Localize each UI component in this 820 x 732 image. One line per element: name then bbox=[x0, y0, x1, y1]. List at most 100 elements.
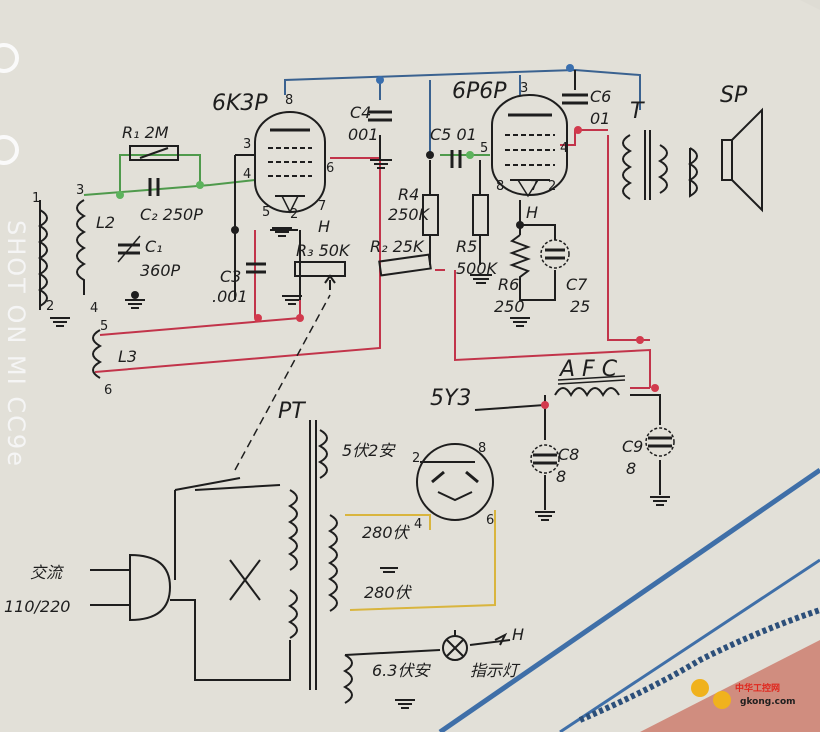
ground-symbols bbox=[50, 159, 670, 709]
resistor-r2 bbox=[378, 253, 432, 277]
label-winding-280v-a: 280伏 bbox=[362, 523, 411, 542]
tube-6k3p-label: 6K3P bbox=[212, 91, 268, 116]
coil-l2 bbox=[76, 199, 87, 295]
pin-label: 8 bbox=[285, 93, 293, 108]
label-c7: C7 bbox=[566, 275, 588, 294]
junction-nodes bbox=[116, 64, 659, 409]
coil-pin-label: 3 bbox=[76, 183, 84, 198]
label-r3: R₃ 50K bbox=[296, 241, 351, 260]
page-decoration bbox=[438, 467, 820, 732]
tube-6p6p-label: 6P6P bbox=[452, 79, 507, 104]
pin-label: 8 bbox=[478, 441, 486, 456]
pin-label: 2 bbox=[290, 207, 298, 222]
label-winding-5v: 5伏2安 bbox=[342, 441, 396, 460]
pt-winding-hv bbox=[327, 514, 338, 612]
label-r4: R4 bbox=[398, 185, 419, 204]
pin-label: 6 bbox=[326, 161, 334, 176]
resistor-r5 bbox=[472, 194, 489, 236]
pin-label: 7 bbox=[530, 179, 538, 194]
capacitors bbox=[117, 93, 672, 465]
pin-label: 3 bbox=[243, 137, 251, 152]
coil-pin-label: 4 bbox=[90, 301, 98, 316]
label-c1-value: 360P bbox=[140, 261, 181, 280]
resistors bbox=[129, 145, 531, 290]
label-heater-h: H bbox=[512, 625, 524, 644]
label-r4-value: 250K bbox=[388, 205, 431, 224]
heater-label: H bbox=[526, 203, 538, 222]
speaker bbox=[721, 107, 763, 213]
transformer-cores bbox=[309, 130, 651, 690]
label-t: T bbox=[630, 99, 645, 124]
tube-5y3: 5Y3 2 8 4 6 bbox=[412, 386, 494, 532]
tube-6k3p: 6K3P 8 3 4 5 2 7 6 H bbox=[212, 91, 334, 236]
pin-label: 5 bbox=[480, 141, 488, 156]
pin-label: 6 bbox=[486, 513, 494, 528]
label-r5-value: 500K bbox=[456, 259, 499, 278]
heater-label: H bbox=[318, 217, 330, 236]
site-name: 中华工控网 bbox=[735, 682, 780, 694]
label-afc: A F C bbox=[558, 357, 618, 382]
pin-label: 4 bbox=[243, 167, 251, 182]
label-c8: C8 bbox=[558, 445, 579, 464]
camera-watermark: SHOT ON MI CC9e bbox=[0, 43, 30, 468]
afc-choke bbox=[554, 387, 620, 398]
mains-plug bbox=[129, 553, 172, 622]
label-ac-voltage: 110/220 bbox=[4, 597, 70, 616]
label-l3: L3 bbox=[118, 347, 137, 366]
resistor-r3 bbox=[294, 261, 346, 277]
label-c9: C9 bbox=[622, 437, 643, 456]
coil-pin-label: 2 bbox=[46, 299, 54, 314]
resistor-r6 bbox=[509, 234, 531, 285]
label-c6: C6 bbox=[590, 87, 611, 106]
switch-link bbox=[234, 294, 331, 471]
label-c2: C₂ 250P bbox=[140, 205, 203, 224]
label-r1: R₁ 2M bbox=[122, 123, 169, 142]
label-c4: C4 bbox=[350, 103, 371, 122]
label-c3-value: .001 bbox=[212, 287, 248, 306]
pin-label: 4 bbox=[560, 141, 568, 156]
pin-label: 8 bbox=[496, 179, 504, 194]
watermark-text: SHOT ON MI CC9e bbox=[2, 220, 30, 468]
pin-label: 2 bbox=[412, 451, 420, 466]
tube-6p6p: 6P6P 3 5 4 8 7 2 H bbox=[452, 79, 568, 222]
label-l2: L2 bbox=[96, 213, 115, 232]
label-r6: R6 bbox=[498, 275, 519, 294]
label-r5: R5 bbox=[456, 237, 477, 256]
label-c3: C3 bbox=[220, 267, 241, 286]
pin-label: 7 bbox=[318, 199, 326, 214]
label-winding-280v-b: 280伏 bbox=[364, 583, 413, 602]
resistor-r4 bbox=[422, 194, 439, 236]
coil-l3 bbox=[92, 329, 103, 379]
resistor-r1 bbox=[129, 145, 179, 161]
antenna-coil bbox=[37, 209, 48, 307]
label-c4-value: 001 bbox=[348, 125, 379, 144]
tube-5y3-label: 5Y3 bbox=[430, 386, 471, 411]
indicator-lamp bbox=[442, 630, 508, 661]
label-ac: 交流 bbox=[30, 563, 64, 582]
pt-winding-5v bbox=[317, 429, 328, 479]
pin-label: 2 bbox=[548, 179, 556, 194]
label-r2: R₂ 25K bbox=[370, 237, 425, 256]
coils bbox=[37, 134, 698, 704]
output-transformer-primary bbox=[622, 134, 633, 200]
output-transformer-secondary bbox=[657, 144, 668, 194]
label-winding-6v: 6.3伏安 bbox=[372, 661, 431, 680]
pin-label: 4 bbox=[414, 517, 422, 532]
coil-pin-label: 5 bbox=[100, 319, 108, 334]
label-sp: SP bbox=[720, 83, 748, 108]
site-badge: 中华工控网 gkong.com bbox=[691, 679, 796, 709]
ink-wiring bbox=[39, 70, 661, 681]
coil-pin-label: 6 bbox=[104, 383, 112, 398]
component-labels: R₁ 2M C₂ 250P C₁ 360P L2 L3 C3 .001 R₃ 5… bbox=[4, 83, 748, 680]
label-c1: C₁ bbox=[145, 237, 163, 256]
pt-primary-lower bbox=[287, 589, 298, 639]
label-c8-value: 8 bbox=[556, 467, 566, 486]
label-c9-value: 8 bbox=[626, 459, 636, 478]
label-lamp: 指示灯 bbox=[470, 661, 521, 680]
label-c6-value: 01 bbox=[590, 109, 610, 128]
site-url: gkong.com bbox=[740, 697, 796, 707]
pin-label: 3 bbox=[520, 81, 528, 96]
coil-pin-label: 1 bbox=[32, 191, 40, 206]
